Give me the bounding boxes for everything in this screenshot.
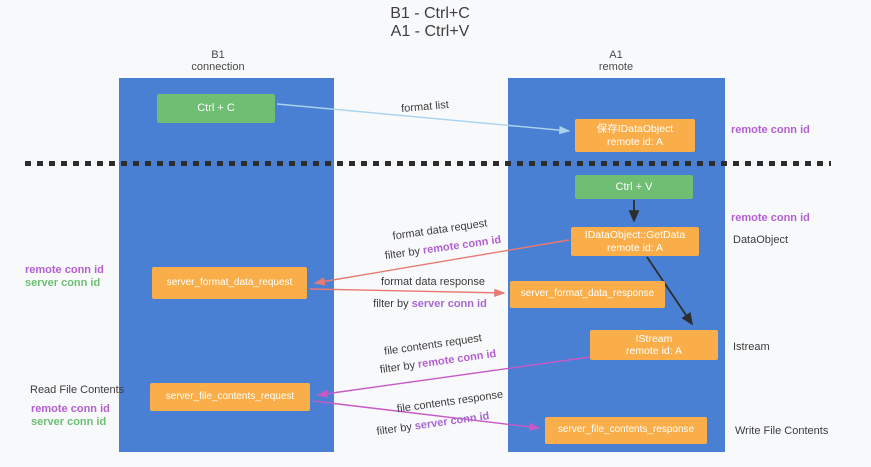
column-header-a1-name: A1: [609, 49, 623, 61]
read-file-contents-label: Read File Contents: [30, 384, 125, 396]
istream-side-label: Istream: [733, 341, 770, 353]
file-contents-response-filter-label: filter byserver conn id: [376, 410, 490, 438]
left-conn-id-group-1: remote conn id server conn id: [25, 264, 104, 290]
save-idataobject-line2: remote id: A: [606, 135, 664, 148]
idataobject-getdata-line2: remote id: A: [606, 241, 664, 254]
format-list-label: format list: [400, 98, 450, 116]
server-file-contents-request-box: server_file_contents_request: [150, 383, 310, 411]
server-format-data-request-box: server_format_data_request: [152, 267, 307, 299]
save-idataobject-line1: 保存IDataObject: [596, 123, 674, 135]
write-file-contents-label: Write File Contents: [735, 425, 829, 437]
server-conn-id-highlight: server conn id: [411, 298, 487, 310]
istream-box: IStream remote id: A: [590, 330, 718, 360]
dataobject-label: DataObject: [733, 234, 789, 246]
title-line-a1: A1 - Ctrl+V: [390, 23, 470, 40]
title-line-b1: B1 - Ctrl+C: [390, 5, 470, 22]
left-conn-id-group-2: remote conn id server conn id: [31, 403, 110, 429]
filter-by-text: filter by: [375, 421, 413, 438]
column-header-a1-role: remote: [598, 61, 634, 73]
idataobject-getdata-box: IDataObject::GetData remote id: A: [571, 227, 699, 256]
left-server-conn-id-1: server conn id: [25, 277, 101, 289]
filter-by-text: filter by: [379, 359, 416, 377]
filter-by-text: filter by: [373, 298, 409, 310]
server-format-data-response-label: server_format_data_response: [520, 288, 655, 300]
column-header-b1-name: B1: [211, 49, 225, 61]
left-remote-conn-id-1: remote conn id: [25, 264, 104, 276]
ctrl-v-label: Ctrl + V: [615, 180, 653, 193]
column-header-a1: A1 remote: [546, 49, 686, 73]
right-remote-conn-id-mid: remote conn id: [731, 212, 810, 224]
server-format-data-response-box: server_format_data_response: [510, 281, 665, 308]
istream-line1: IStream: [635, 332, 673, 345]
phase-divider-dashed-line: [25, 161, 831, 166]
filter-by-text: filter by: [384, 245, 421, 263]
column-header-b1: B1 connection: [148, 49, 288, 73]
server-file-contents-request-label: server_file_contents_request: [165, 390, 295, 402]
server-conn-id-highlight: server conn id: [413, 410, 491, 433]
ctrl-c-label: Ctrl + C: [197, 102, 235, 115]
right-remote-conn-id-top: remote conn id: [731, 124, 810, 136]
idataobject-getdata-line1: IDataObject::GetData: [584, 229, 686, 241]
save-idataobject-box: 保存IDataObject remote id: A: [575, 119, 695, 152]
server-file-contents-response-label: server_file_contents_response: [557, 424, 695, 436]
diagram-title: B1 - Ctrl+C A1 - Ctrl+V: [340, 5, 520, 41]
left-server-conn-id-2: server conn id: [31, 416, 107, 428]
istream-line2: remote id: A: [625, 345, 683, 357]
column-header-b1-role: connection: [191, 61, 245, 73]
server-format-data-request-label: server_format_data_request: [166, 276, 293, 288]
remote-conn-id-highlight: remote conn id: [422, 233, 502, 257]
server-file-contents-response-box: server_file_contents_response: [545, 417, 707, 444]
ctrl-v-box: Ctrl + V: [575, 175, 693, 199]
left-remote-conn-id-2: remote conn id: [31, 403, 110, 415]
format-data-response-label: format data response: [381, 276, 485, 288]
format-data-response-arrow: [309, 288, 506, 297]
ctrl-c-box: Ctrl + C: [157, 94, 275, 123]
